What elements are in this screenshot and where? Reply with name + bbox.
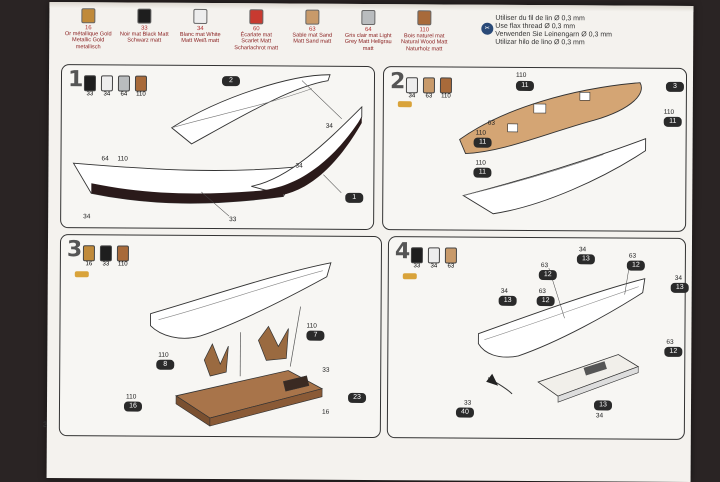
part-number-badge: 3 — [665, 81, 684, 92]
paint-pot-icon — [249, 9, 264, 25]
part-number-badge: 11 — [473, 167, 492, 178]
step-panel-3: 3 16 33 110 110 7 110 8 33 23 — [58, 234, 383, 439]
paint-callout: 34 — [500, 287, 508, 295]
thread-spool-icon: ✂ — [481, 22, 494, 35]
paint-callout: 110 — [158, 351, 169, 359]
paint-callout: 110 — [117, 155, 128, 163]
part-number-badge: 13 — [498, 295, 517, 306]
paint-callout: 110 — [306, 322, 317, 330]
paint-pot-icon — [81, 8, 96, 24]
paint-callout: 33 — [463, 399, 472, 407]
part-number-badge: 2 — [221, 76, 241, 87]
instruction-sheet: 16 Or métallique Gold Metallic Gold metal… — [43, 2, 694, 482]
paint-callout: 110 — [475, 129, 487, 137]
paint-callout: 34 — [325, 122, 333, 130]
paint-callout: 63 — [628, 252, 637, 260]
paint-callout: 110 — [515, 71, 527, 79]
paint-label: Blanc mat White Matt Weiß matt — [179, 32, 221, 45]
paint-callout: 34 — [295, 162, 303, 170]
paint-callout: 110 — [663, 108, 675, 116]
part-number-badge: 11 — [515, 80, 534, 91]
paint-label: Noir mat Black Matt Schwarz matt — [119, 31, 169, 45]
part-number-badge: 8 — [156, 359, 175, 370]
part-number-badge: 13 — [670, 282, 689, 293]
paint-pot-icon — [417, 10, 432, 26]
paint-callout: 16 — [321, 408, 330, 416]
paint-label: Sable mat Sand Matt Sand matt — [292, 32, 333, 46]
part-number-badge: 23 — [348, 392, 367, 403]
paint-pot-icon — [193, 8, 208, 25]
part-number-badge: 13 — [576, 254, 595, 265]
thread-note-es: Utilizar hilo de lino Ø 0,3 mm — [495, 38, 585, 47]
paint-callout: 110 — [475, 159, 486, 167]
part-number-badge: 16 — [123, 401, 143, 412]
paint-callout: 64 — [101, 155, 109, 163]
paint-callout: 63 — [540, 262, 549, 270]
paint-callout: 34 — [83, 213, 91, 221]
part-number-badge: 12 — [536, 296, 555, 307]
paint-pot-icon — [361, 9, 376, 26]
paint-callout: 34 — [674, 274, 683, 282]
paint-label: Bois naturel mat Natural Wood Matt Natur… — [400, 33, 448, 53]
paint-callout: 63 — [487, 119, 495, 127]
paint-label: Écarlate mat Scarlet Matt Scharlachrot m… — [234, 32, 279, 52]
thread-note: ✂ Utiliser du fil de lin Ø 0,3 mm Use fl… — [481, 15, 685, 48]
hull-on-stand-drawing — [150, 262, 332, 427]
paint-callout: 34 — [595, 412, 604, 420]
deck-assembly-drawing — [459, 82, 647, 215]
paint-callout: 34 — [578, 246, 587, 254]
part-number-badge: 12 — [538, 270, 557, 281]
paint-label: Gris clair mat Light Grey Matt Hellgrau … — [344, 33, 392, 52]
page-number: 3 — [42, 420, 48, 430]
paint-label: Or métallique Gold Metallic Gold metalli… — [64, 31, 112, 50]
rigging-assembly-drawing — [477, 268, 646, 403]
paint-pot-icon — [137, 8, 152, 24]
paint-callout: 33 — [229, 216, 237, 224]
part-number-badge: 1 — [345, 192, 364, 203]
part-number-badge: 11 — [473, 137, 492, 148]
step-panel-4: 4 33 34 63 34 13 63 12 63 12 34 — [386, 236, 689, 440]
part-number-badge: 7 — [306, 330, 325, 341]
part-number-badge: 12 — [664, 346, 683, 357]
part-number-badge: 40 — [455, 407, 474, 418]
paint-pot-icon — [305, 9, 320, 25]
step-panel-2: 2 34 63 110 110 11 3 63 110 11 110 11 11… — [382, 66, 688, 232]
part-number-badge: 12 — [626, 260, 645, 271]
part-number-badge: 11 — [663, 116, 682, 127]
paint-callout: 63 — [666, 338, 674, 346]
paint-callout: 33 — [322, 366, 330, 374]
part-number-badge: 13 — [593, 400, 613, 411]
step-panel-1: 1 33 34 64 110 2 34 64 110 34 1 — [60, 64, 376, 231]
hull-halves-drawing — [72, 74, 363, 217]
paint-callout: 110 — [126, 393, 137, 401]
paint-callout: 63 — [538, 288, 546, 296]
